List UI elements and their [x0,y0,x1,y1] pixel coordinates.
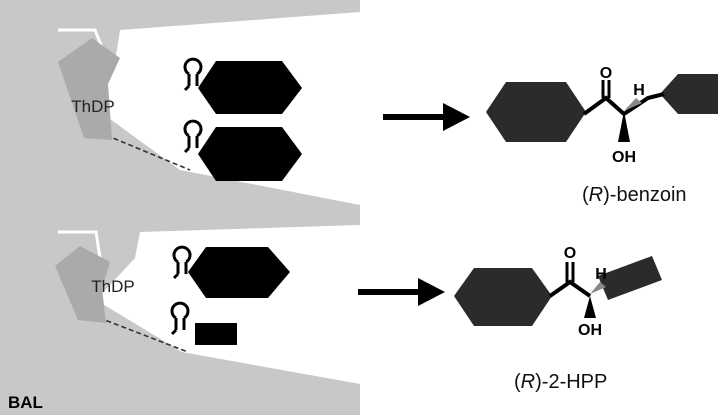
phenyl-ring-hexagon [660,74,718,114]
thdp-cofactor-top [58,38,120,140]
aldehyde-group-icon [183,57,203,92]
bottom-pocket-wall [58,230,102,259]
hydrogen-label: H [633,82,645,99]
methyl-rectangle [598,256,662,300]
thdp-label-top: ThDP [71,97,114,116]
aldehyde-group-icon [170,301,190,336]
product-label-benzoin: (R)-benzoin [582,184,687,206]
solid-wedge-hydroxyl [618,111,630,142]
benzaldehyde-hexagon [198,61,302,114]
enzyme-body [0,0,360,415]
hydrogen-label: H [595,266,607,283]
hydroxyl-label: OH [578,322,602,339]
aldehyde-group-icon [172,245,192,280]
hydroxyl-label: OH [612,149,636,166]
thdp-label-bottom: ThDP [91,277,134,296]
reaction-arrow-top [383,103,470,131]
phenyl-ring-hexagon [486,82,586,142]
carbonyl-oxygen-label: O [600,65,612,82]
benzoin-structure: O H OH [486,65,718,166]
product-label-hpp: (R)-2-HPP [514,371,607,393]
benzaldehyde-hexagon [198,127,302,181]
acetaldehyde-rectangle [195,323,237,345]
reaction-arrow-bottom [358,278,445,306]
thdp-cofactor-bottom [55,246,110,323]
aldehyde-group-icon [183,119,203,154]
hashed-wedge-hydrogen [624,98,642,111]
benzaldehyde-hexagon [188,247,290,298]
solid-wedge-hydroxyl [584,296,596,318]
hpp-structure: O H OH [454,245,662,339]
carbonyl-oxygen-label: O [564,245,576,262]
hashed-wedge-hydrogen [590,282,606,294]
enzyme-label: BAL [8,393,43,412]
phenyl-ring-hexagon [454,268,552,326]
